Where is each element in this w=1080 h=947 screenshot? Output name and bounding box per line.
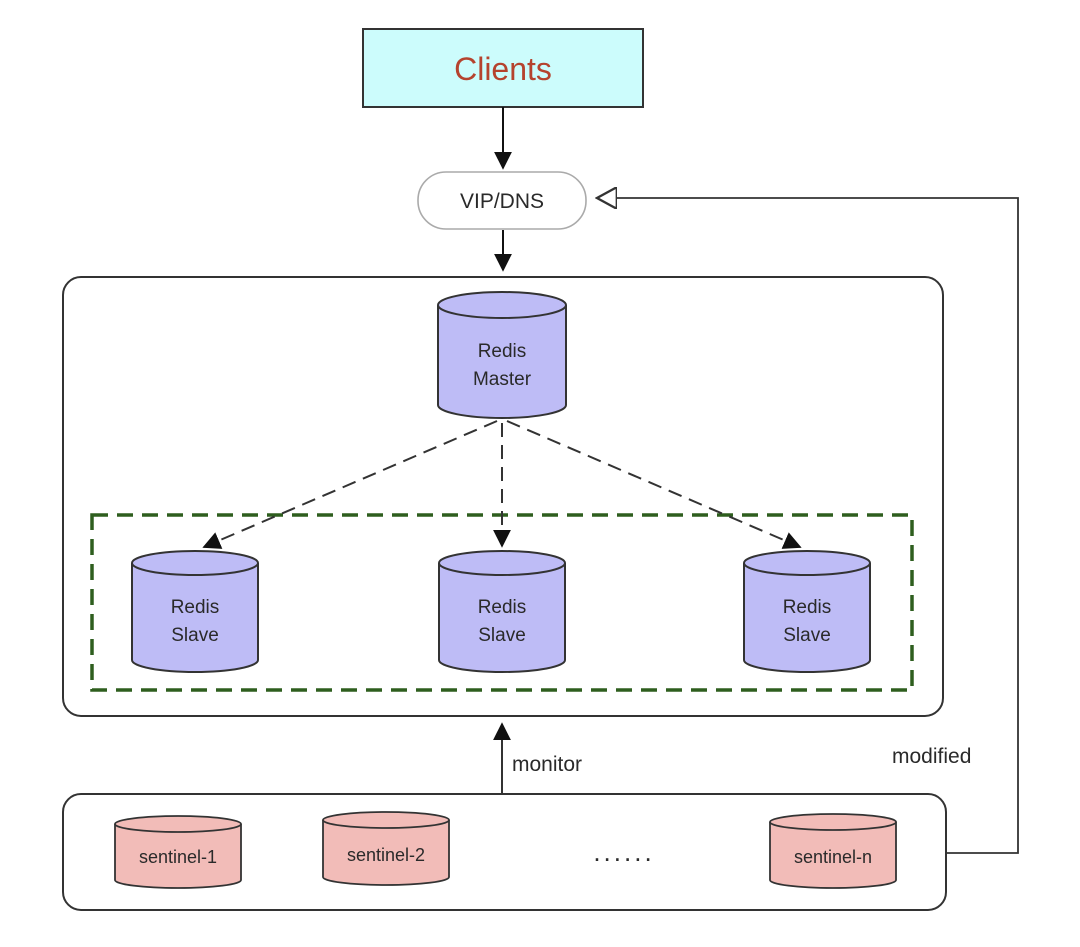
sentinel-container: [62, 793, 947, 911]
sentinel-2-top: [322, 811, 450, 829]
vip-dns-label: VIP/DNS: [460, 190, 544, 213]
sentinel-n-top: [769, 813, 897, 831]
redis-slave-db: Redis Slave: [438, 550, 566, 673]
sentinel-node: sentinel-2: [322, 811, 450, 886]
sentinel-1-body: [114, 824, 242, 889]
clients-node: Clients: [362, 28, 644, 108]
redis-slave-db: Redis Slave: [131, 550, 259, 673]
sentinel-2-body: [322, 820, 450, 886]
redis-slave-2-label-line1: Redis: [478, 597, 527, 618]
sentinel-1-top: [114, 815, 242, 833]
redis-slave-1-label-line1: Redis: [171, 597, 220, 618]
redis-slave-2-label-line2: Slave: [478, 625, 526, 646]
sentinel-node: sentinel-1: [114, 815, 242, 889]
redis-master-label-line1: Redis: [478, 341, 527, 362]
monitor-label: monitor: [512, 753, 582, 776]
replication-arrow-slave-1: [202, 420, 498, 549]
sentinel-1-label: sentinel-1: [139, 847, 217, 867]
redis-slave-db: Redis Slave: [743, 550, 871, 673]
modified-label: modified: [892, 745, 971, 768]
vip-dns-pill: [417, 171, 587, 230]
redis-slave-3-label-line2: Slave: [783, 625, 831, 646]
redis-slave-1-body: [131, 563, 259, 673]
vip-dns-node: VIP/DNS: [417, 171, 587, 230]
redis-master-label-line2: Master: [473, 369, 532, 390]
ellipsis-text: ......: [593, 837, 654, 867]
redis-slave-1-label-line2: Slave: [171, 625, 219, 646]
redis-master-top: [437, 291, 567, 319]
replication-arrow-slave-3: [506, 420, 802, 549]
redis-slave-3-label-line1: Redis: [783, 597, 832, 618]
sentinel-node: sentinel-n: [769, 813, 897, 889]
redis-slave-3-top: [743, 550, 871, 576]
redis-slave-3-body: [743, 563, 871, 673]
redis-master-db: Redis Master: [437, 291, 567, 419]
redis-slave-2-body: [438, 563, 566, 673]
clients-label: Clients: [454, 51, 552, 87]
modified-connector: [597, 198, 1019, 854]
sentinel-n-body: [769, 822, 897, 889]
sentinel-2-label: sentinel-2: [347, 845, 425, 865]
clients-box: [362, 28, 644, 108]
redis-slave-1-top: [131, 550, 259, 576]
redis-master-body: [437, 305, 567, 419]
sentinel-n-label: sentinel-n: [794, 847, 872, 867]
redis-slave-2-top: [438, 550, 566, 576]
